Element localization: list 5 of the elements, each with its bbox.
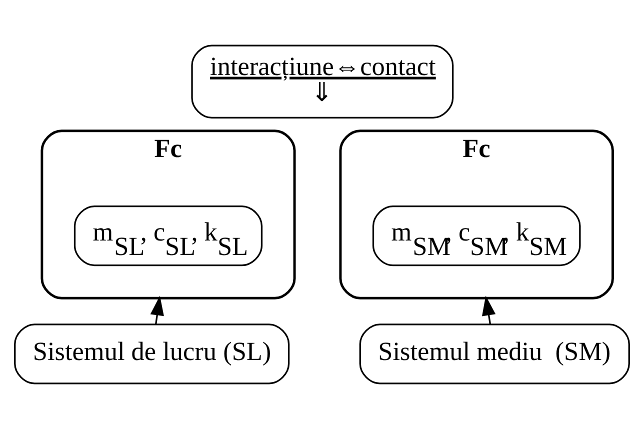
node-box: Sistemul de lucru (SL) bbox=[14, 323, 290, 384]
arrow bbox=[482, 295, 496, 324]
node-box: Sistemul mediu (SM) bbox=[359, 323, 630, 384]
node-box: interacțiune⇔contact ⇓ bbox=[191, 44, 454, 118]
arrow bbox=[150, 295, 164, 324]
